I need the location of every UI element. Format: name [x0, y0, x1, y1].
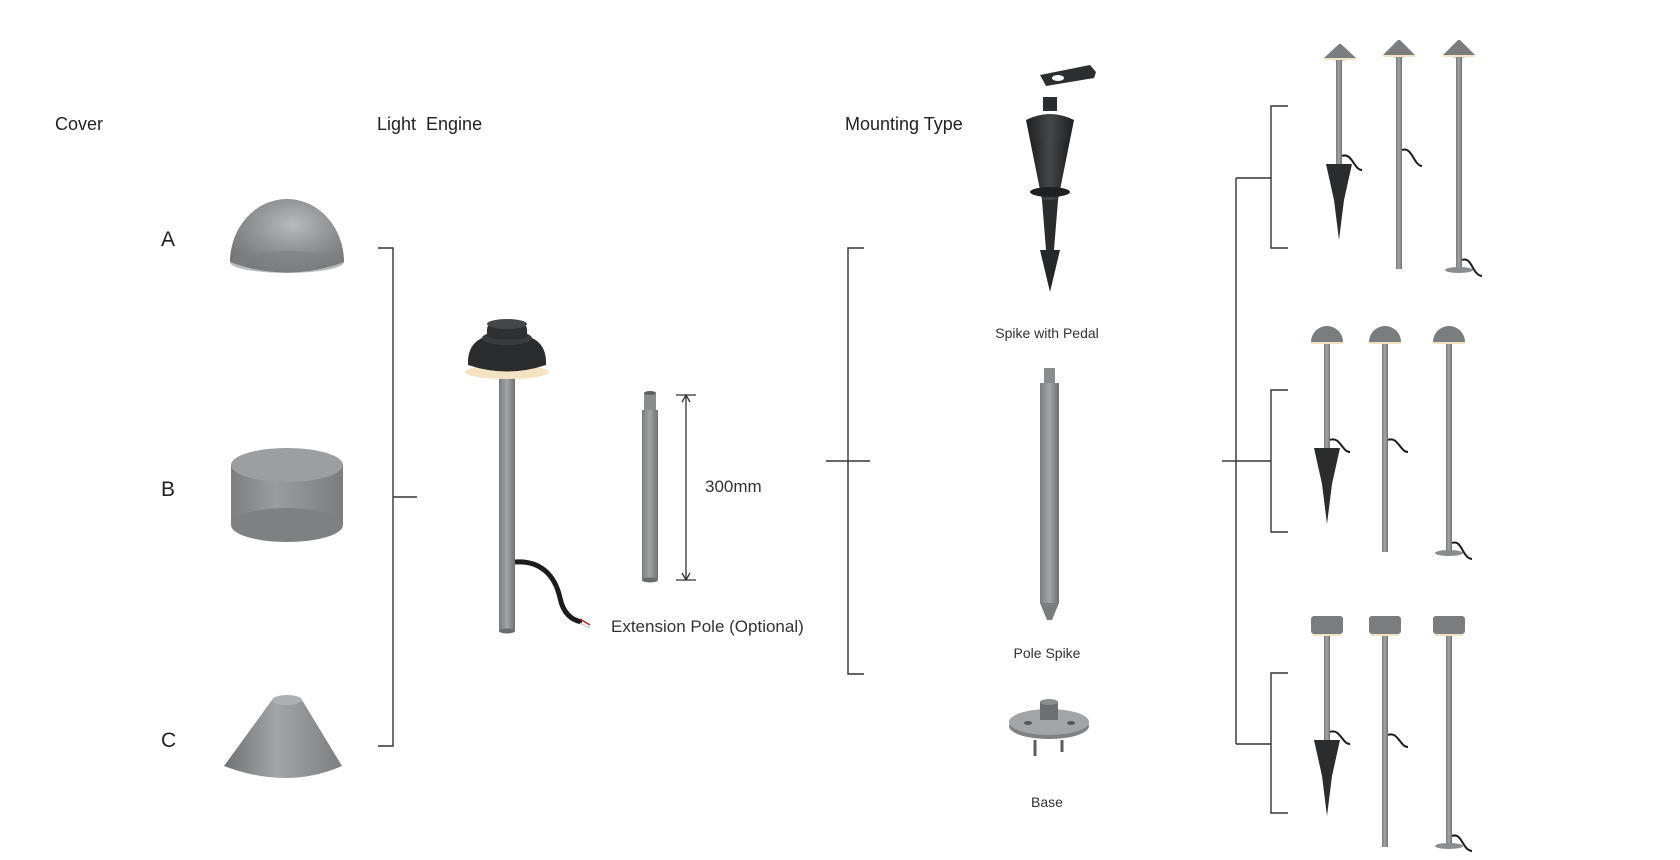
extension-dimension-line [676, 393, 696, 582]
mounting-type-header: Mounting Type [845, 114, 963, 134]
cover-letter-c: C [161, 729, 177, 752]
assembly-cone-pole-spike [1383, 40, 1423, 269]
assembly-dome-base [1433, 326, 1473, 560]
assembly-cylinder-spike [1311, 616, 1351, 816]
assembly-cylinder-pole-spike [1369, 616, 1409, 847]
cover-header: Cover [55, 114, 104, 134]
cover-bracket [378, 247, 417, 747]
assembly-dome-pole-spike [1369, 326, 1409, 552]
assembly-cylinder-base [1433, 616, 1473, 852]
base-plate-icon [1009, 699, 1089, 756]
cone-cover-icon [224, 695, 342, 778]
assembly-cone-base [1443, 40, 1483, 277]
extension-pole-icon [642, 391, 658, 583]
spike-with-pedal-icon [1026, 65, 1096, 292]
assembly-tree-bracket [1222, 105, 1288, 814]
pole-spike-caption: Pole Spike [1013, 645, 1081, 661]
cylinder-cover-icon [231, 448, 343, 542]
spike-with-pedal-caption: Spike with Pedal [995, 325, 1099, 341]
assembly-dome-spike [1311, 326, 1351, 524]
extension-length-label: 300mm [705, 477, 762, 496]
light-engine-icon [465, 319, 591, 634]
dome-cover-icon [230, 199, 344, 273]
cover-letter-a: A [161, 228, 176, 251]
pole-spike-icon [1040, 368, 1059, 620]
mounting-bracket [826, 247, 870, 675]
extension-pole-caption: Extension Pole (Optional) [611, 617, 804, 636]
base-caption: Base [1031, 794, 1063, 810]
light-engine-header: Light Engine [377, 114, 483, 134]
cover-letter-b: B [161, 478, 176, 501]
assembly-cone-spike [1324, 44, 1363, 240]
